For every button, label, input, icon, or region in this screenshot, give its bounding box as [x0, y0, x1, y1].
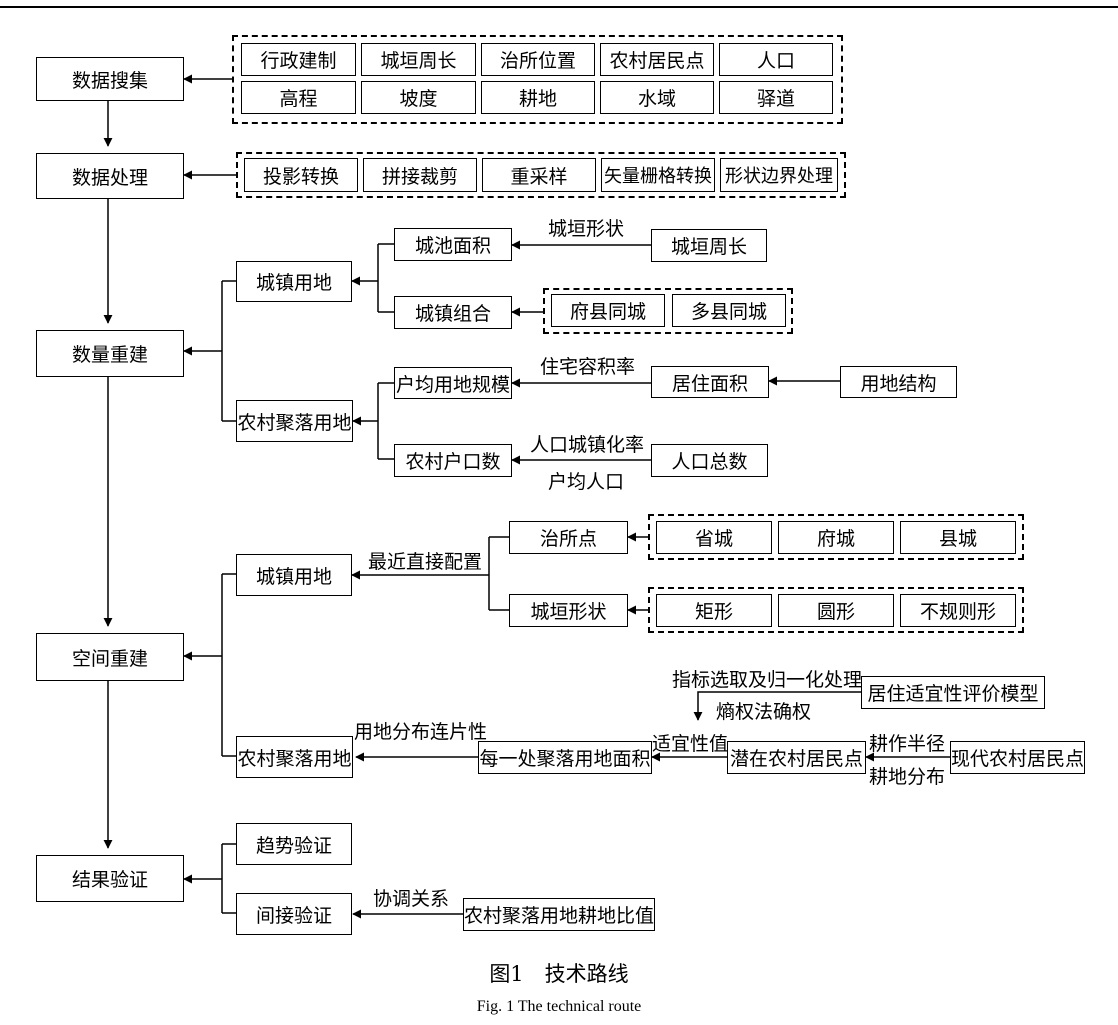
entropy-weight-label: 熵权法确权: [716, 701, 812, 723]
potential-rural-settlement: 潜在农村居民点: [727, 741, 866, 774]
city-perimeter: 城垣周长: [651, 229, 767, 262]
indirect-verification: 间接验证: [236, 893, 352, 935]
figure-caption-cn: 图1 技术路线: [489, 962, 629, 986]
settlement-farmland-ratio: 农村聚落用地耕地比值: [463, 898, 655, 931]
household-land-scale: 户均用地规模: [394, 367, 512, 399]
land-use-structure: 用地结构: [840, 366, 957, 398]
collect-item: 治所位置: [481, 43, 595, 76]
stage-spatial: 空间重建: [36, 633, 184, 681]
seat-item: 府城: [778, 521, 894, 554]
collect-group: [232, 35, 843, 124]
combo-item: 多县同城: [672, 294, 786, 327]
seat-item: 省城: [656, 521, 772, 554]
rural-households: 农村户口数: [394, 444, 512, 477]
shape-group: [648, 587, 1024, 633]
spatial-rural-land: 农村聚落用地: [236, 736, 353, 778]
shape-item: 圆形: [778, 594, 894, 627]
contiguity-label: 用地分布连片性: [354, 721, 488, 743]
trend-verification: 趋势验证: [236, 823, 352, 865]
town-combination: 城镇组合: [394, 296, 512, 329]
combo-item: 府县同城: [551, 294, 665, 327]
quantity-urban-land: 城镇用地: [236, 261, 352, 302]
seat-group: [648, 514, 1024, 560]
process-item: 形状边界处理: [720, 158, 838, 192]
figure-caption-en: Fig. 1 The technical route: [476, 998, 642, 1015]
coordination-label: 协调关系: [373, 888, 450, 910]
nearest-allocation-label: 最近直接配置: [368, 551, 483, 573]
wall-shape: 城垣形状: [509, 594, 628, 627]
shape-item: 矩形: [656, 594, 772, 627]
top-rule: [0, 6, 1118, 8]
process-item: 拼接裁剪: [363, 158, 477, 192]
suitability-model: 居住适宜性评价模型: [861, 676, 1045, 709]
farmland-distribution-label: 耕地分布: [869, 766, 946, 788]
seat-point: 治所点: [509, 521, 628, 554]
seat-item: 县城: [900, 521, 1016, 554]
collect-item: 高程: [241, 81, 356, 114]
farming-radius-label: 耕作半径: [869, 733, 946, 755]
spatial-urban-land: 城镇用地: [236, 554, 352, 596]
collect-item: 驿道: [719, 81, 833, 114]
total-population: 人口总数: [651, 444, 768, 477]
stage-verify: 结果验证: [36, 855, 184, 902]
plot-ratio-label: 住宅容积率: [540, 356, 636, 378]
process-item: 投影转换: [244, 158, 358, 192]
combo-group: [543, 288, 793, 334]
process-item: 矢量栅格转换: [601, 158, 715, 192]
quantity-rural-land: 农村聚落用地: [236, 400, 353, 442]
process-group: [236, 152, 846, 198]
urbanization-rate-label: 人口城镇化率: [530, 434, 645, 456]
collect-item: 人口: [719, 43, 833, 76]
stage-process: 数据处理: [36, 153, 184, 199]
collect-item: 农村居民点: [600, 43, 714, 76]
shape-item: 不规则形: [900, 594, 1016, 627]
process-item: 重采样: [482, 158, 596, 192]
city-shape-label: 城垣形状: [548, 218, 625, 240]
collect-item: 城垣周长: [361, 43, 476, 76]
indicator-selection-label: 指标选取及归一化处理: [672, 669, 863, 691]
collect-item: 坡度: [361, 81, 476, 114]
per-household-pop-label: 户均人口: [548, 471, 625, 493]
suitability-value-label: 适宜性值: [652, 733, 729, 755]
city-area: 城池面积: [394, 228, 512, 261]
collect-item: 耕地: [481, 81, 595, 114]
collect-item: 水域: [600, 81, 714, 114]
stage-collect: 数据搜集: [36, 57, 184, 101]
collect-item: 行政建制: [241, 43, 356, 76]
modern-rural-settlement: 现代农村居民点: [950, 741, 1085, 774]
stage-quantity: 数量重建: [36, 330, 184, 377]
residential-area: 居住面积: [651, 366, 769, 398]
each-settlement-area: 每一处聚落用地面积: [478, 741, 652, 774]
